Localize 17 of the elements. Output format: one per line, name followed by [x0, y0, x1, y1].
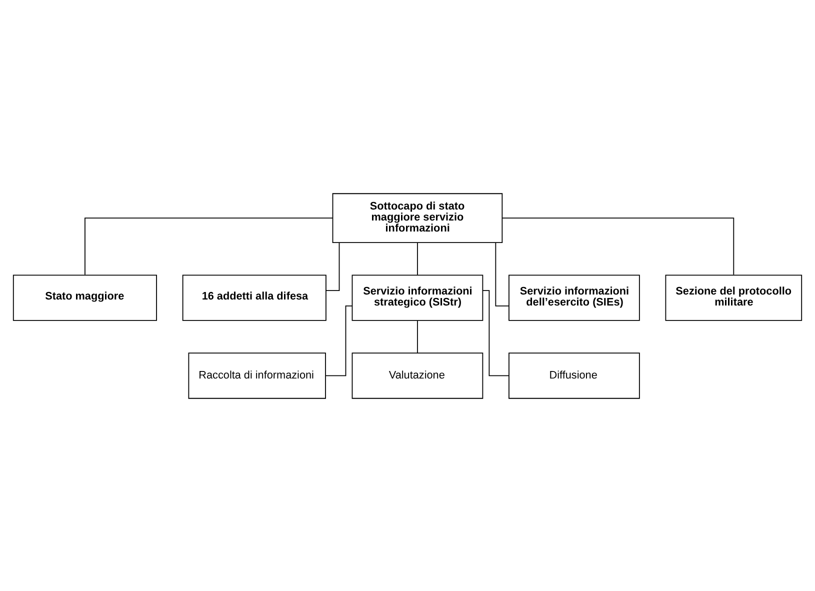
node-box: 16 addetti alla difesa — [182, 274, 326, 320]
connector — [325, 305, 353, 376]
connector — [326, 242, 340, 291]
connector — [417, 242, 418, 275]
node-box: Sottocapo di stato maggiore servizio informazioni — [332, 192, 503, 242]
node-box: Diffusione — [508, 352, 640, 398]
connector — [482, 290, 510, 376]
connector — [84, 217, 334, 275]
connector — [502, 217, 734, 275]
node-box: Raccolta di informazioni — [188, 352, 326, 398]
node-box: Servizio informazioni dell’esercito (SIEs) — [508, 274, 640, 320]
connector — [417, 320, 418, 353]
node-box: Valutazione — [352, 352, 484, 398]
node-box: Sezione del protocollo militare — [665, 274, 802, 320]
node-box: Servizio informazioni strategico (SIStr) — [352, 274, 484, 320]
node-box: Stato maggiore — [12, 274, 157, 320]
connector — [495, 242, 510, 306]
